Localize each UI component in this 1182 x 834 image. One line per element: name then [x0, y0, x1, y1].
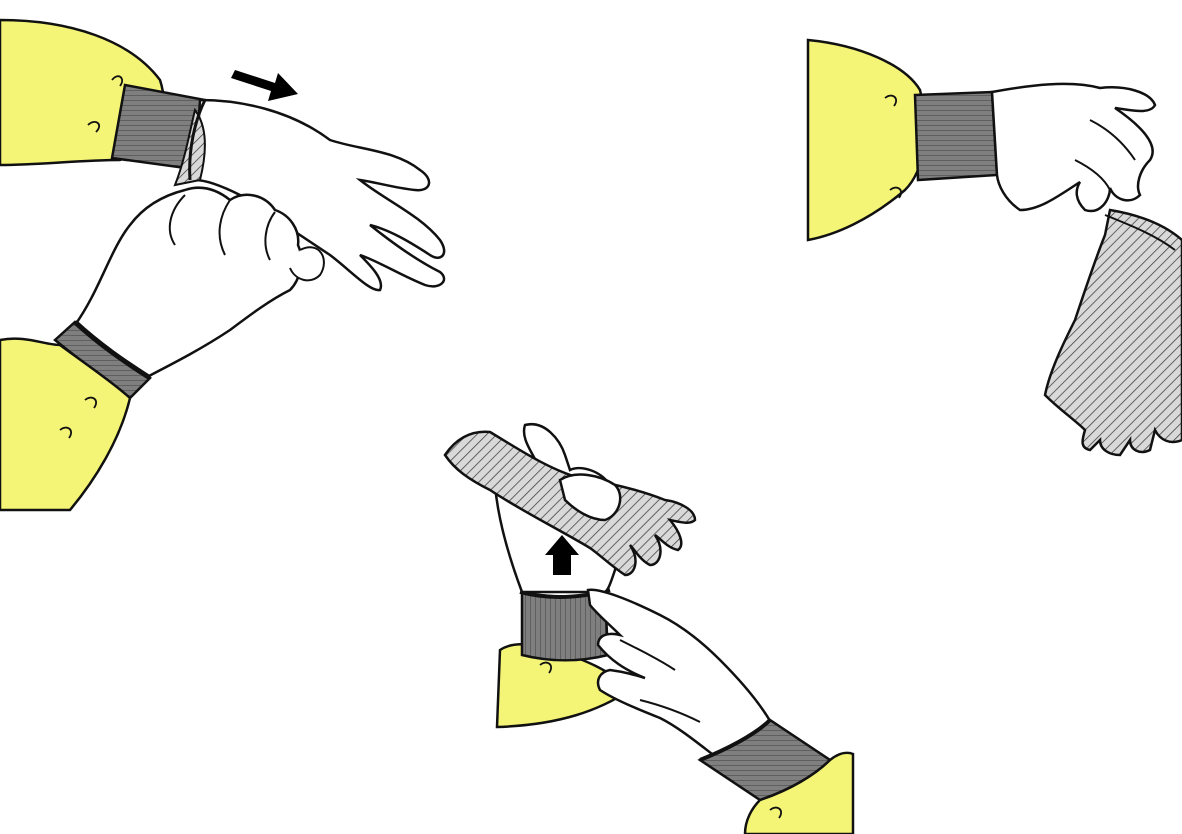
- step-3-panel: [806, 38, 1182, 457]
- right-arrow-icon: [231, 70, 298, 101]
- right-sleeve: [806, 38, 927, 242]
- lower-gloved-hand: [73, 186, 303, 380]
- up-arrow-icon: [545, 535, 579, 575]
- removed-soiled-glove: [1043, 208, 1182, 457]
- upper-gloved-hand: [193, 98, 446, 292]
- lower-sleeve: [0, 337, 132, 512]
- lower-right-sleeve: [743, 751, 855, 834]
- step-1-panel: [0, 18, 446, 512]
- sliding-gloved-hand: [586, 588, 777, 762]
- step-2-panel: [443, 422, 855, 834]
- right-cuff: [913, 90, 999, 182]
- bare-hand: [990, 82, 1157, 213]
